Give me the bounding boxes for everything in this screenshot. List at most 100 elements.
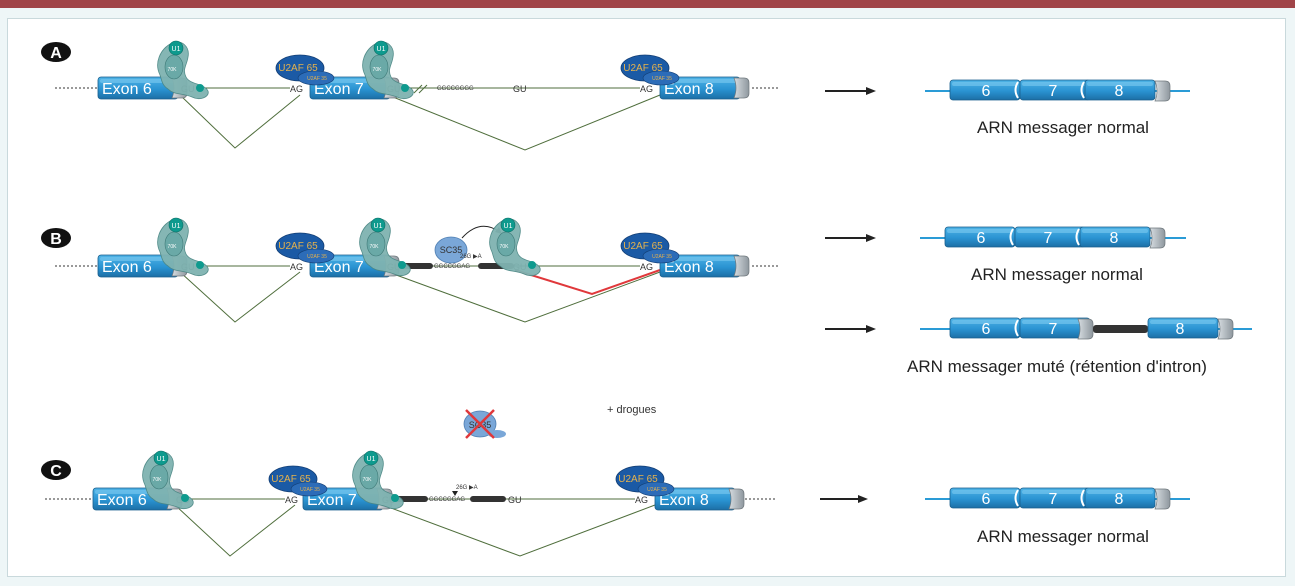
u2af35-label: U2AF 35 xyxy=(307,254,327,260)
u1-label: U1 xyxy=(504,223,513,230)
u2af-complex: U2AF 65 U2AF 35 xyxy=(275,54,335,86)
u1-complex: U1 70K xyxy=(362,40,414,100)
drugs-label: + drogues xyxy=(607,404,657,416)
panel-c-marker xyxy=(41,460,71,480)
exon-6: Exon 6 xyxy=(97,76,188,100)
splice-path xyxy=(179,271,301,323)
u2af-complex: U2AF 65 U2AF 35 xyxy=(615,465,675,497)
drug-inhibition: + drogues SC35 xyxy=(463,404,657,439)
mrna-mutated: 6 7 8 xyxy=(920,317,1252,340)
sequence: GGCCGGAG xyxy=(434,264,470,270)
exon-8-label: Exon 8 xyxy=(659,492,709,509)
u2af65-label: U2AF 65 xyxy=(278,241,318,252)
exon-6-label: Exon 6 xyxy=(97,492,147,509)
exon-6: Exon 6 xyxy=(92,487,183,511)
panel-a: A Exon 6 GU U1 70K AG Exon 7 xyxy=(41,40,1190,151)
exon-7-label: Exon 7 xyxy=(314,81,364,98)
sc35-label: SC35 xyxy=(440,245,463,255)
mrna-exon-7: 7 xyxy=(1044,230,1053,247)
mutation-pointer xyxy=(452,491,458,496)
70k-label: 70K xyxy=(168,244,178,250)
exon-6-label: Exon 6 xyxy=(102,259,152,276)
top-accent-bar xyxy=(0,0,1295,8)
retained-intron xyxy=(1093,325,1148,333)
exon-7-label: Exon 7 xyxy=(307,492,357,509)
panel-c-label: C xyxy=(50,463,62,480)
u2af65-label: U2AF 65 xyxy=(618,474,658,485)
panel-b-label: B xyxy=(50,231,62,248)
sc35-protein xyxy=(434,236,468,264)
aberrant-splice-path xyxy=(514,269,661,296)
caption-normal: ARN messager normal xyxy=(977,527,1149,546)
panel-a-label: A xyxy=(50,45,62,62)
exon-8: Exon 8 xyxy=(659,76,750,100)
u2af65-label: U2AF 65 xyxy=(623,63,663,74)
panel-b-marker xyxy=(41,228,71,248)
ag-site: AG xyxy=(635,495,648,505)
70k-label: 70K xyxy=(168,67,178,73)
mrna-exon-7: 7 xyxy=(1049,491,1058,508)
u1-label: U1 xyxy=(172,223,181,230)
mrna-exon-8: 8 xyxy=(1115,83,1124,100)
splice-path xyxy=(174,504,296,557)
exon-6: Exon 6 xyxy=(97,254,188,278)
u1-label: U1 xyxy=(374,223,383,230)
u1-complex: U1 70K xyxy=(142,450,194,510)
gu-site: GU xyxy=(513,84,527,94)
mrna-normal: 6 7 8 xyxy=(920,226,1186,249)
mrna-normal: 6 7 8 xyxy=(925,487,1190,510)
u2af-complex: U2AF 65 U2AF 35 xyxy=(620,54,680,86)
ag-site: AG xyxy=(290,262,303,272)
u1-complex: U1 70K xyxy=(359,217,411,277)
mrna-exon-6: 6 xyxy=(982,321,991,338)
ag-site: AG xyxy=(285,495,298,505)
cross-line xyxy=(465,409,495,439)
panel-c: C Exon 6 GU U1 70K AG xyxy=(41,450,1190,557)
u1-complex: U1 70K xyxy=(352,450,404,510)
u2af35-label: U2AF 35 xyxy=(300,487,320,493)
caption-mutated: ARN messager muté (rétention d'intron) xyxy=(907,357,1207,376)
70k-label: 70K xyxy=(373,67,383,73)
exon-8-label: Exon 8 xyxy=(664,81,714,98)
splice-path xyxy=(179,94,301,149)
70k-label: 70K xyxy=(153,477,163,483)
u2af-complex: U2AF 65 U2AF 35 xyxy=(268,465,328,497)
70k-label: 70K xyxy=(500,244,510,250)
mrna-normal: 6 7 8 xyxy=(925,79,1190,102)
ag-site: AG xyxy=(290,84,303,94)
u2af65-label: U2AF 65 xyxy=(623,241,663,252)
exon-8: Exon 8 xyxy=(659,254,750,278)
mrna-exon-8: 8 xyxy=(1115,491,1124,508)
sequence: GGCCGGAG xyxy=(429,497,465,503)
splice-path xyxy=(387,271,661,323)
caption-normal: ARN messager normal xyxy=(977,118,1149,137)
panel-b: B Exon 6 GU U1 70K AG xyxy=(41,217,1252,376)
exon-7: Exon 7 xyxy=(309,76,400,100)
exon-8: Exon 8 xyxy=(654,487,745,511)
exon-7-label: Exon 7 xyxy=(314,259,364,276)
u2af35-label: U2AF 35 xyxy=(647,487,667,493)
u1-label: U1 xyxy=(367,456,376,463)
exon-7: Exon 7 xyxy=(302,487,393,511)
arrow-head xyxy=(866,325,876,333)
u2af35-label: U2AF 35 xyxy=(652,76,672,82)
mrna-exon-6: 6 xyxy=(982,83,991,100)
arrow-head xyxy=(866,234,876,242)
exon-7: Exon 7 xyxy=(309,254,400,278)
mrna-exon-8: 8 xyxy=(1176,321,1185,338)
panel-a-marker xyxy=(41,42,71,62)
mrna-exon-8: 8 xyxy=(1110,230,1119,247)
u1-complex: U1 70K xyxy=(157,40,209,100)
exon-8-label: Exon 8 xyxy=(664,259,714,276)
sequence: GGCCGGGG xyxy=(437,86,474,92)
splice-path xyxy=(387,94,661,151)
70k-label: 70K xyxy=(363,477,373,483)
u2af65-label: U2AF 65 xyxy=(278,63,318,74)
break-mark xyxy=(413,84,428,94)
u2af65-label: U2AF 65 xyxy=(271,474,311,485)
u2af-complex: U2AF 65 U2AF 35 xyxy=(620,232,680,264)
mutation-label: 26G ▶A xyxy=(460,254,482,260)
u2af-complex: U2AF 65 U2AF 35 xyxy=(275,232,335,264)
